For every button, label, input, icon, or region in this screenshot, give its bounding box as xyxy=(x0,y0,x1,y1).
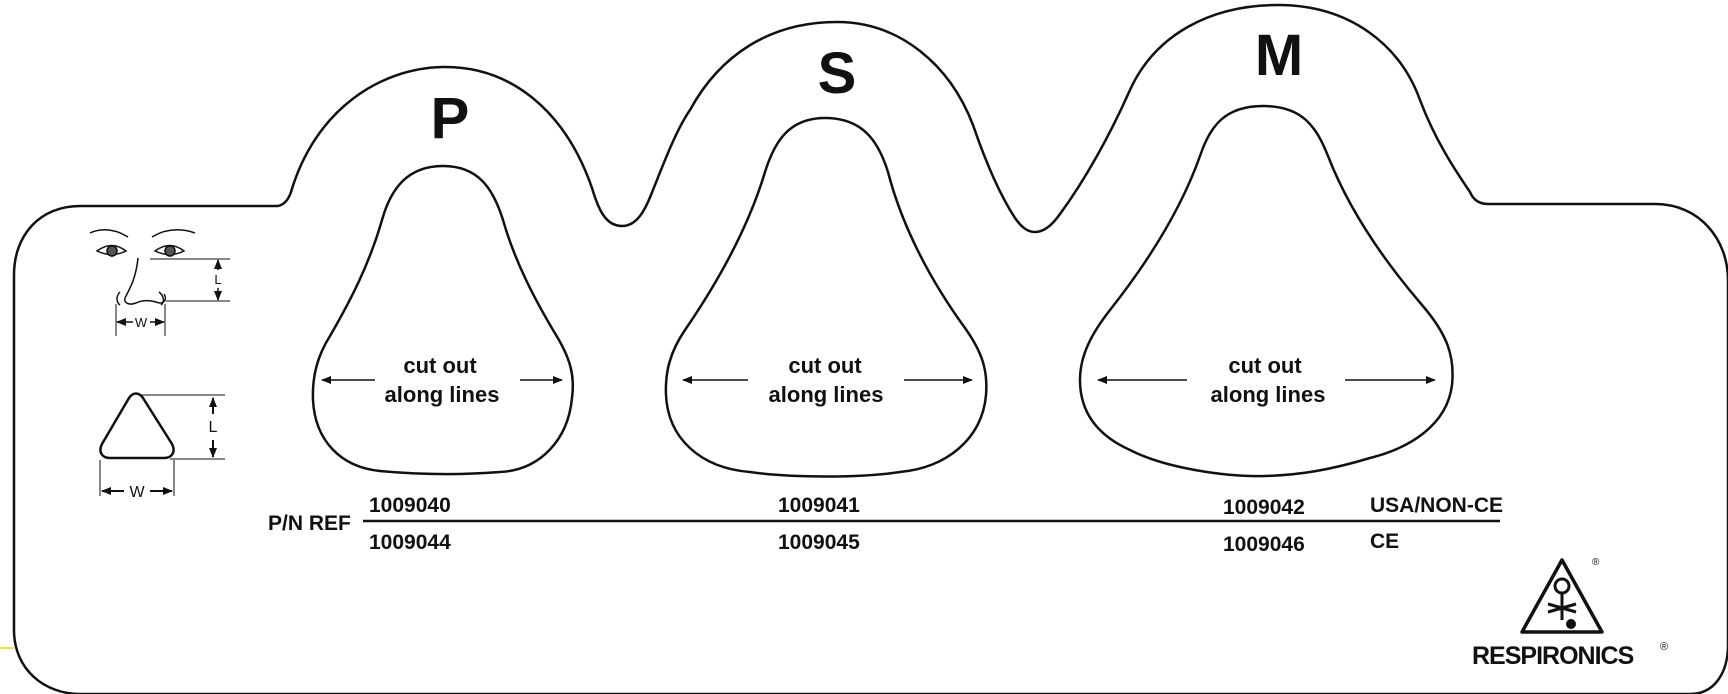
logo-head xyxy=(1553,577,1571,595)
tri-length-label: L xyxy=(209,419,218,436)
left-eyebrow xyxy=(89,229,129,238)
nose-outline xyxy=(124,257,167,305)
cut-label-p-line2: along lines xyxy=(385,382,500,407)
nose-length-label: L xyxy=(214,272,221,287)
pn-s-bottom: 1009045 xyxy=(778,531,860,554)
respironics-logo xyxy=(1520,558,1604,634)
triangle-gauge-icon xyxy=(99,392,225,496)
pn-m-top: 1009042 xyxy=(1223,496,1305,519)
logo-triangle xyxy=(1520,558,1604,634)
pad-outline-p xyxy=(311,164,575,476)
logo-figure xyxy=(1547,593,1577,620)
triangle-outline xyxy=(99,392,175,460)
face-nose-icon xyxy=(89,229,230,336)
region-top-label: USA/NON-CE xyxy=(1370,494,1503,517)
left-pupil xyxy=(106,245,118,257)
pn-m-bottom: 1009046 xyxy=(1223,533,1305,556)
right-nostril-wing xyxy=(158,291,165,306)
left-eye xyxy=(95,244,128,256)
size-letter-s: S xyxy=(818,41,857,106)
brand-registered: ® xyxy=(1660,641,1668,653)
right-eye xyxy=(153,244,186,256)
size-letter-p: P xyxy=(431,86,470,151)
pn-p-bottom: 1009044 xyxy=(369,531,451,554)
right-pupil xyxy=(164,245,176,257)
cut-label-p-line1: cut out xyxy=(403,353,477,378)
pad-outline-s xyxy=(664,116,988,478)
right-eyebrow xyxy=(151,229,196,238)
cut-label-m-line2: along lines xyxy=(1211,382,1326,407)
size-letter-m: M xyxy=(1255,23,1303,88)
cut-label-s-line2: along lines xyxy=(769,382,884,407)
left-nostril-wing xyxy=(116,291,121,306)
brand-name: RESPIRONICS xyxy=(1472,642,1634,670)
cut-label-m-line1: cut out xyxy=(1228,353,1302,378)
pad-outline-m xyxy=(1078,104,1454,478)
region-bottom-label: CE xyxy=(1370,530,1399,553)
tri-width-label: W xyxy=(129,484,145,501)
pn-ref-label: P/N REF xyxy=(268,512,351,535)
logo-dot xyxy=(1566,619,1576,629)
pn-p-top: 1009040 xyxy=(369,494,451,517)
pn-s-top: 1009041 xyxy=(778,494,860,517)
nose-width-label: W xyxy=(135,315,148,330)
cut-label-s-line1: cut out xyxy=(788,353,862,378)
logo-registered-top: ® xyxy=(1592,557,1600,568)
gauge-outline xyxy=(12,3,1728,694)
